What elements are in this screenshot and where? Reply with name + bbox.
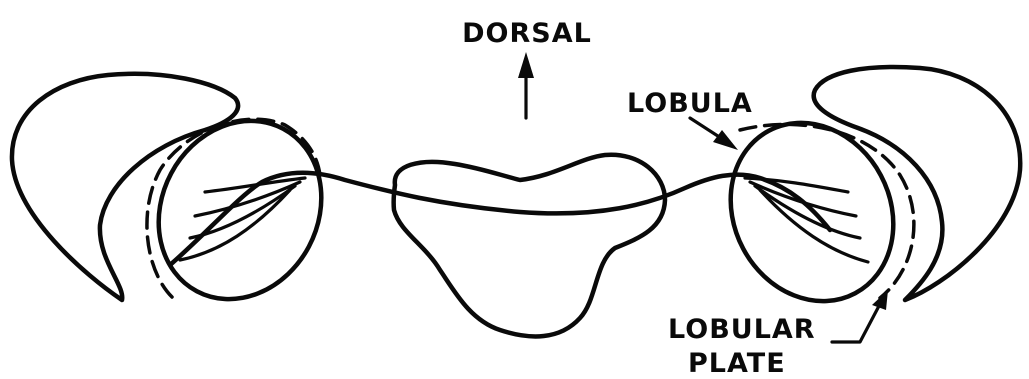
lobular-plate-label-line2: PLATE [688, 348, 786, 379]
left-lobula [128, 92, 352, 328]
right-lobula-strands [745, 178, 868, 262]
dorsal-label: DORSAL [462, 18, 592, 49]
right-lobular-plate [740, 124, 914, 298]
lobular-plate-label-line1: LOBULAR [668, 314, 816, 345]
right-outer-crescent [814, 67, 1021, 300]
dorsal-arrow [518, 52, 534, 118]
left-lobula-strands [180, 178, 305, 260]
central-body [394, 155, 665, 337]
left-outer-crescent [12, 74, 238, 300]
lobula-label: LOBULA [627, 88, 753, 119]
lobula-pointer [690, 118, 738, 150]
